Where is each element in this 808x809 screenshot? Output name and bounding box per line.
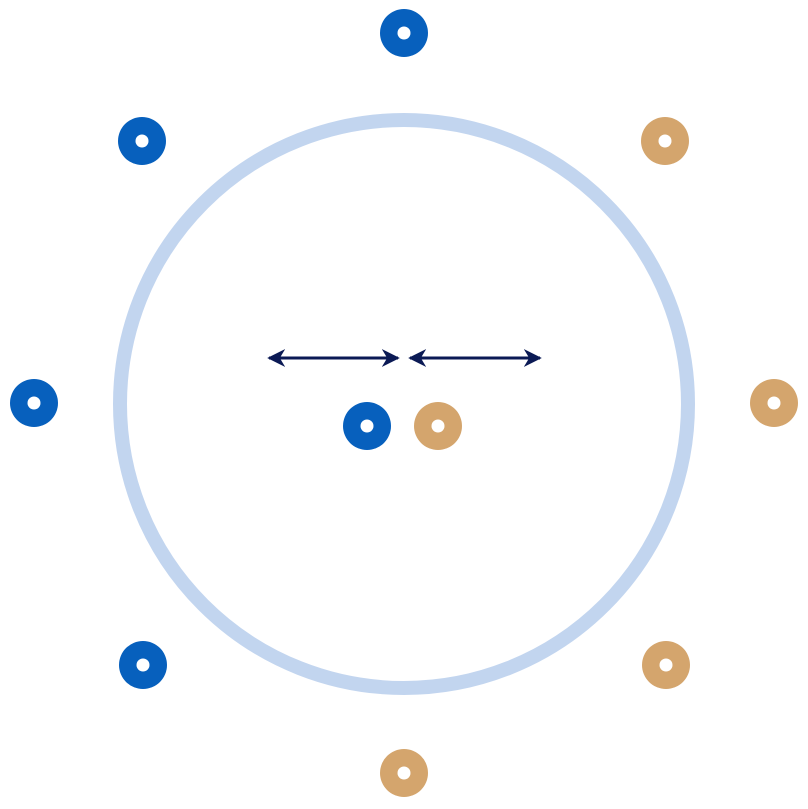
bottom-marker <box>380 749 428 797</box>
left-marker <box>10 379 58 427</box>
center-tan-marker <box>414 402 462 450</box>
lower-left-marker <box>119 641 167 689</box>
top-marker <box>380 9 428 57</box>
lower-right-marker <box>642 641 690 689</box>
large-ring <box>113 113 695 695</box>
upper-right-marker <box>641 117 689 165</box>
right-marker <box>750 379 798 427</box>
upper-left-marker <box>118 117 166 165</box>
center-blue-marker <box>343 402 391 450</box>
